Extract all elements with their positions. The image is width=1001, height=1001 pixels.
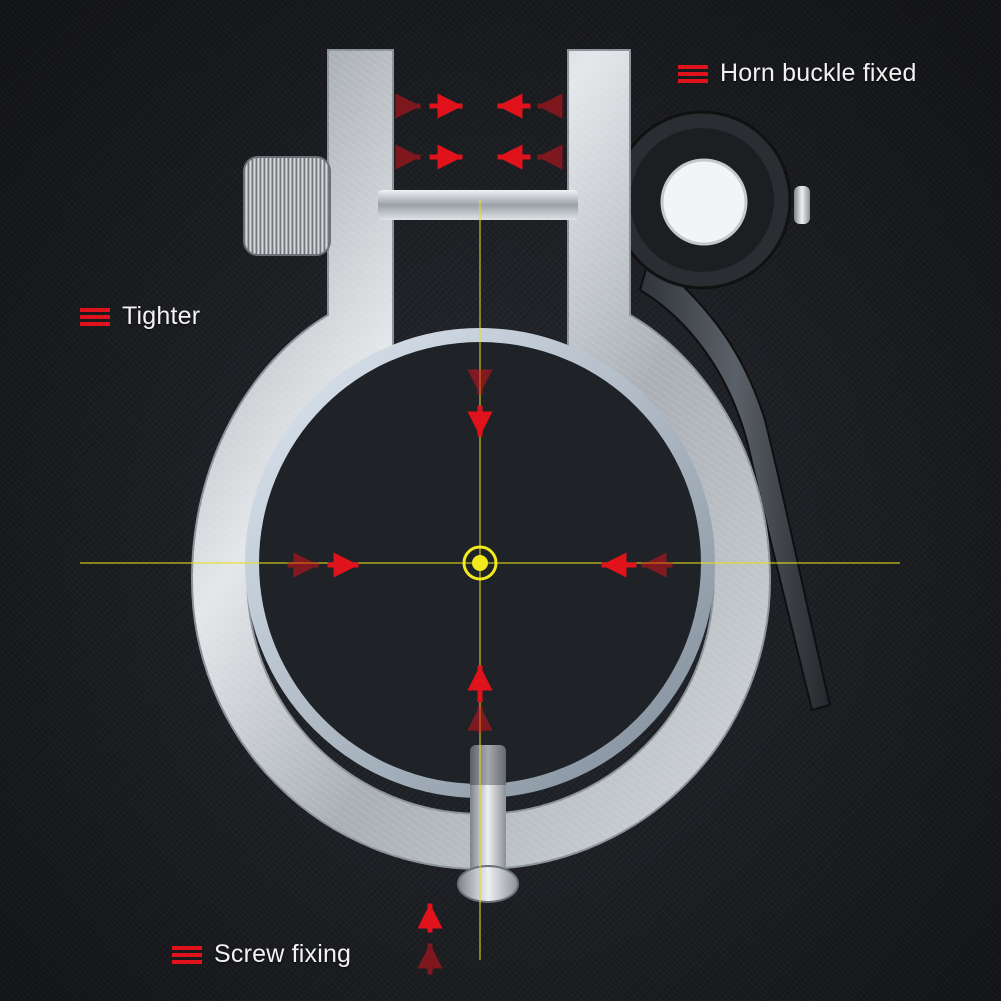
- label-bars-icon: [80, 307, 110, 326]
- screw-fixing-label: Screw fixing: [172, 940, 351, 969]
- screw-fixing-text: Screw fixing: [214, 940, 352, 968]
- clamp-body: [190, 49, 772, 870]
- label-bars-icon: [678, 64, 708, 83]
- clamp-bolt: [378, 190, 578, 220]
- label-bars-icon: [172, 945, 202, 964]
- tighter-text: Tighter: [122, 302, 201, 330]
- quick-release-lever: [612, 110, 832, 712]
- lever-pivot-icon: [660, 158, 748, 246]
- tighter-label: Tighter: [80, 302, 200, 331]
- bottom-screw: [457, 745, 519, 903]
- horn-buckle-text: Horn buckle fixed: [720, 59, 917, 87]
- tightening-arrows: [287, 93, 673, 975]
- horn-buckle-label: Horn buckle fixed: [678, 59, 917, 88]
- thumb-knob: [243, 156, 331, 256]
- center-target-icon: [462, 545, 498, 581]
